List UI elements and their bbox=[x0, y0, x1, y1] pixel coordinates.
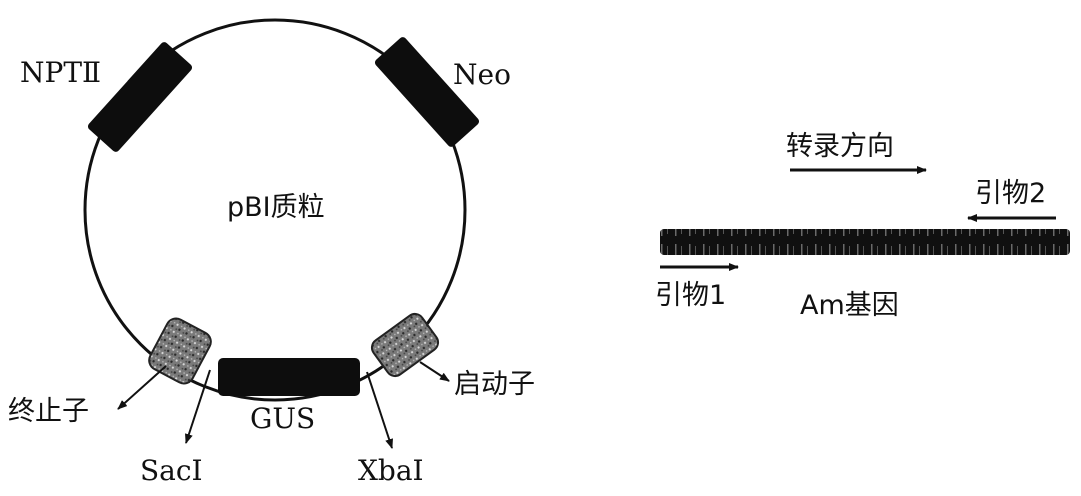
primer-2-label: 引物2 bbox=[975, 178, 1046, 209]
xbai-leader bbox=[366, 371, 393, 449]
saci-label: SacⅠ bbox=[140, 454, 203, 487]
gus-label: GUS bbox=[250, 402, 315, 435]
saci-leader bbox=[185, 369, 211, 444]
promoter-element bbox=[370, 312, 440, 378]
terminator-leader bbox=[117, 365, 167, 410]
transcription-direction-label: 转录方向 bbox=[786, 131, 894, 162]
am-gene-label: Am基因 bbox=[800, 290, 899, 321]
promoter-leader bbox=[419, 361, 450, 382]
npt-ii-element bbox=[87, 42, 193, 152]
neo-element bbox=[374, 37, 480, 147]
plasmid-ring bbox=[83, 18, 467, 402]
am-gene-bar bbox=[660, 229, 1070, 255]
terminator-label: 终止子 bbox=[8, 396, 89, 427]
xbai-label: XbaⅠ bbox=[358, 454, 424, 487]
promoter-label: 启动子 bbox=[454, 369, 535, 400]
plasmid-name-label: pBI质粒 bbox=[227, 192, 325, 223]
neo-label: Neo bbox=[453, 58, 511, 91]
primer-1-label: 引物1 bbox=[655, 280, 726, 311]
gus-element bbox=[218, 358, 360, 396]
npt-ii-label: NPTⅡ bbox=[20, 56, 101, 89]
